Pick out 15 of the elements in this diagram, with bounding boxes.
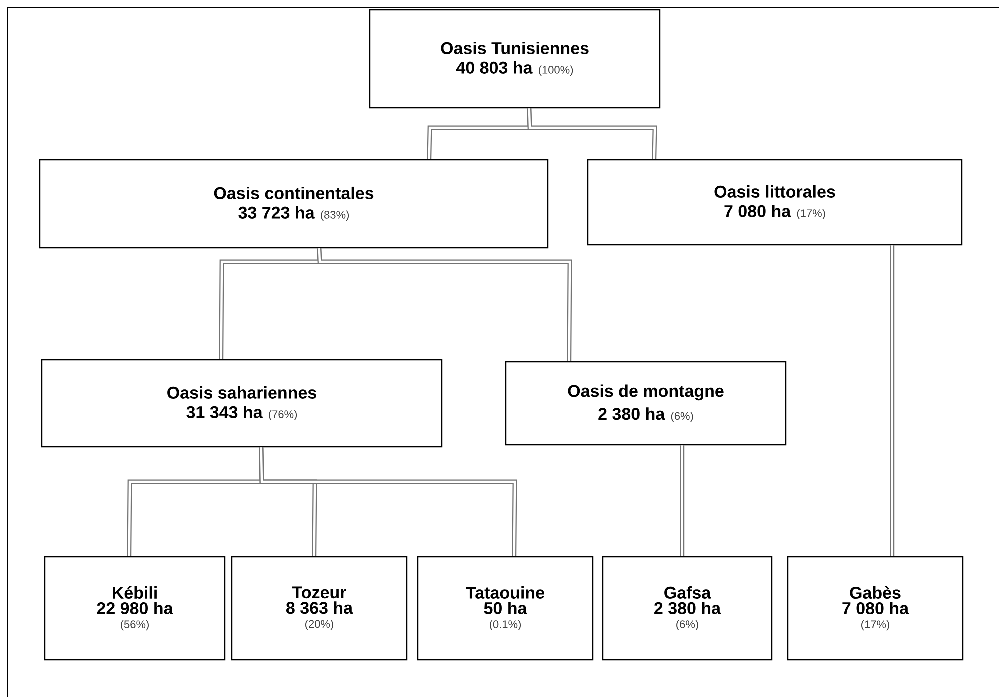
area-box: Oasis Tunisiennes 40 803 ha (100%): [369, 9, 661, 109]
area-box: Gabès 7 080 ha (17%): [787, 556, 964, 661]
connector-line: [317, 248, 572, 362]
connector-line: [527, 108, 658, 160]
connector-line: [680, 446, 685, 556]
area-box: Tozeur 8 363 ha (20%): [231, 556, 408, 661]
area-box: Gafsa 2 380 ha (6%): [602, 556, 773, 661]
area-box: Kébili 22 980 ha (56%): [44, 556, 226, 661]
area-box: Tataouine 50 ha (0.1%): [417, 556, 594, 661]
connector-line: [259, 448, 518, 556]
area-box: Oasis littorales 7 080 ha (17%): [587, 159, 963, 246]
area-box: Oasis sahariennes 31 343 ha (76%): [41, 359, 443, 448]
area-box: Oasis continentales 33 723 ha (83%): [39, 159, 549, 249]
area-box: Oasis de montagne 2 380 ha (6%): [505, 361, 787, 446]
connector-line: [890, 246, 895, 556]
